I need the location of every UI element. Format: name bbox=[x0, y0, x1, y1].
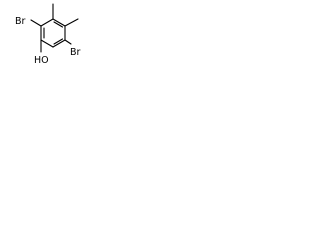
bromine-bond-lower-right bbox=[64, 39, 72, 45]
hydroxyl-label: HO bbox=[34, 55, 49, 66]
bromine-bond-upper-left bbox=[30, 19, 42, 27]
ring-bond-top-right bbox=[52, 18, 66, 27]
ring-bond-top-left bbox=[40, 18, 54, 27]
ring-bond-bottom-left bbox=[40, 39, 54, 48]
chemical-structure-diagram: Br Br HO bbox=[15, 3, 81, 66]
methyl-bond-right bbox=[64, 18, 79, 27]
bromine-label-lower-right: Br bbox=[70, 47, 81, 58]
ring-double-bond-bottom-right bbox=[53, 38, 64, 45]
ring-double-bond-top-right bbox=[53, 21, 64, 28]
bromine-label-upper-left: Br bbox=[15, 16, 26, 27]
benzene-ring bbox=[40, 18, 66, 48]
ring-bond-bottom-right bbox=[52, 39, 66, 48]
